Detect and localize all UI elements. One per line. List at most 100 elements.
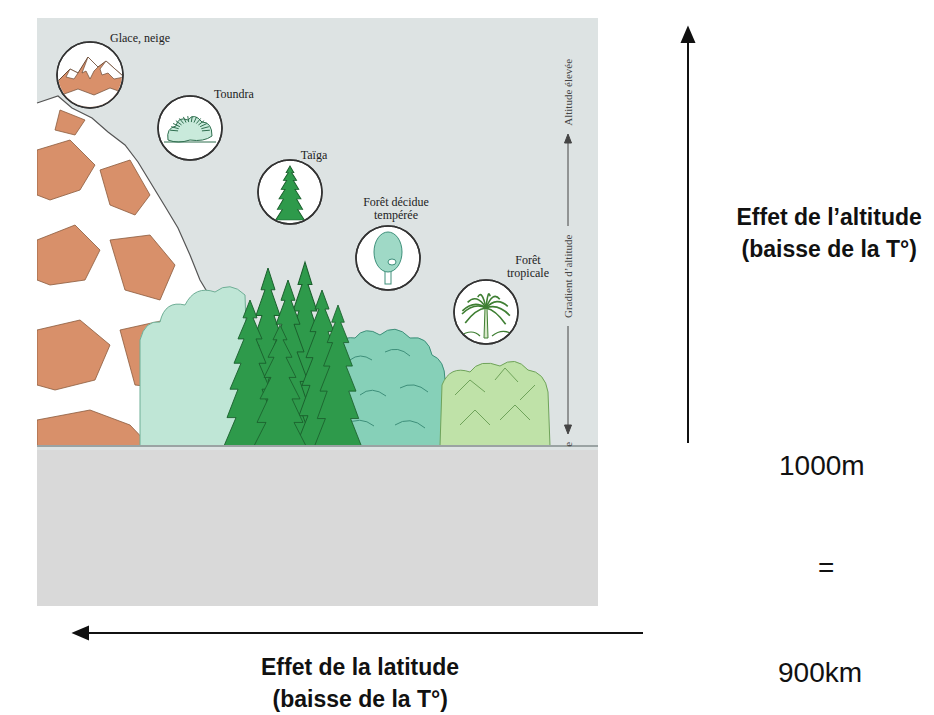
biome-icon	[55, 40, 125, 110]
drawing-part	[158, 96, 222, 160]
drawing-part	[276, 166, 305, 220]
drawing-part	[484, 308, 488, 338]
effect-subtitle: (baisse de la T°)	[273, 686, 448, 712]
drawing-part	[454, 280, 518, 344]
drawing-part	[110, 235, 175, 300]
drawing-part	[356, 226, 420, 290]
drawing-part	[173, 123, 180, 126]
drawing-part	[82, 57, 98, 79]
drawing-part	[37, 225, 100, 285]
biome-label: Forêt décidue tempérée	[356, 196, 436, 222]
biome-circle: Forêt décidue tempérée	[354, 196, 438, 292]
drawing-part	[200, 123, 207, 126]
altitude-arrow	[687, 40, 689, 443]
drawing-part	[164, 116, 216, 142]
biome-circle: Glace, neige	[55, 28, 172, 110]
drawing-part	[168, 116, 212, 142]
drawing-part	[202, 130, 210, 132]
drawing-part	[465, 308, 486, 323]
drawing-part	[388, 259, 396, 265]
drawing-part	[460, 294, 512, 338]
drawing-part	[196, 118, 200, 123]
tundra-vegetation	[140, 287, 250, 446]
drawing-part	[158, 96, 222, 160]
drawing-part	[568, 140, 569, 226]
drawing-part	[37, 320, 110, 390]
drawing-part	[164, 116, 216, 142]
drawing-part	[37, 140, 95, 200]
biome-label: Forêt tropicale	[500, 254, 556, 280]
drawing-part	[194, 117, 197, 123]
biome-icon	[452, 278, 520, 346]
drawing-part	[56, 57, 124, 109]
drawing-part	[374, 232, 402, 284]
drawing-part	[374, 232, 402, 284]
biome-icon	[156, 94, 224, 162]
drawing-part	[454, 280, 518, 344]
drawing-part	[56, 57, 124, 109]
drawing-part	[55, 110, 85, 135]
ground-line	[37, 445, 598, 447]
arrow-head	[74, 627, 88, 639]
drawing-part	[460, 331, 512, 336]
effect-title: Effet de la latitude	[261, 654, 459, 680]
drawing-part	[187, 116, 189, 122]
latitude-arrow	[86, 632, 643, 634]
taiga-forest	[224, 262, 361, 446]
drawing-part	[315, 305, 362, 446]
axis-label: e	[562, 441, 575, 446]
drawing-part	[56, 57, 124, 109]
biome-icon	[354, 224, 422, 292]
drawing-part	[201, 127, 209, 129]
sky-background	[37, 18, 598, 450]
biome-icon	[256, 158, 324, 226]
drawing-part	[374, 232, 402, 272]
arrow-head	[682, 28, 694, 42]
drawing-part	[179, 118, 183, 123]
drawing-part	[164, 142, 216, 143]
drawing-part	[57, 42, 123, 108]
drawing-part	[37, 410, 150, 446]
drawing-part	[254, 325, 306, 446]
drawing-part	[191, 116, 193, 122]
tropical-forest	[440, 361, 550, 446]
drawing-part	[74, 28, 694, 639]
axis-label: Altitude élevée	[562, 58, 575, 125]
drawing-part	[258, 160, 322, 224]
drawing-part	[568, 326, 569, 428]
drawing-part	[276, 166, 305, 220]
equivalence-value: 900km	[778, 657, 862, 689]
drawing-part	[258, 160, 322, 224]
biome-circle: Taïga	[256, 145, 329, 226]
grey-panel	[37, 450, 598, 606]
drawing-part	[565, 134, 572, 143]
axis-label: Gradient d’altitude	[562, 234, 575, 317]
drawing-part	[565, 425, 572, 434]
effect-title: Effet de l’altitude	[737, 204, 922, 230]
biome-circle: Toundra	[156, 84, 256, 162]
equivalence-sign: =	[818, 552, 834, 584]
drawing-part	[176, 121, 182, 125]
drawing-part	[440, 361, 550, 446]
drawing-part	[460, 294, 512, 338]
drawing-part	[276, 166, 305, 220]
drawing-part	[356, 226, 420, 290]
drawing-part	[183, 117, 186, 123]
equivalence-value: 1000m	[779, 450, 865, 482]
drawing-part	[486, 308, 506, 324]
drawing-part	[57, 42, 123, 108]
biome-circle: Forêt tropicale	[452, 254, 558, 346]
drawing-part	[66, 69, 78, 79]
biome-label: Toundra	[214, 88, 254, 101]
drawing-part	[198, 121, 204, 125]
drawing-part	[171, 127, 179, 129]
drawing-part	[455, 368, 535, 425]
drawing-part	[462, 306, 486, 314]
effect-subtitle: (baisse de la T°)	[742, 236, 917, 262]
drawing-part	[170, 130, 178, 132]
biome-label: Taïga	[301, 149, 327, 162]
biome-label: Glace, neige	[110, 32, 170, 45]
